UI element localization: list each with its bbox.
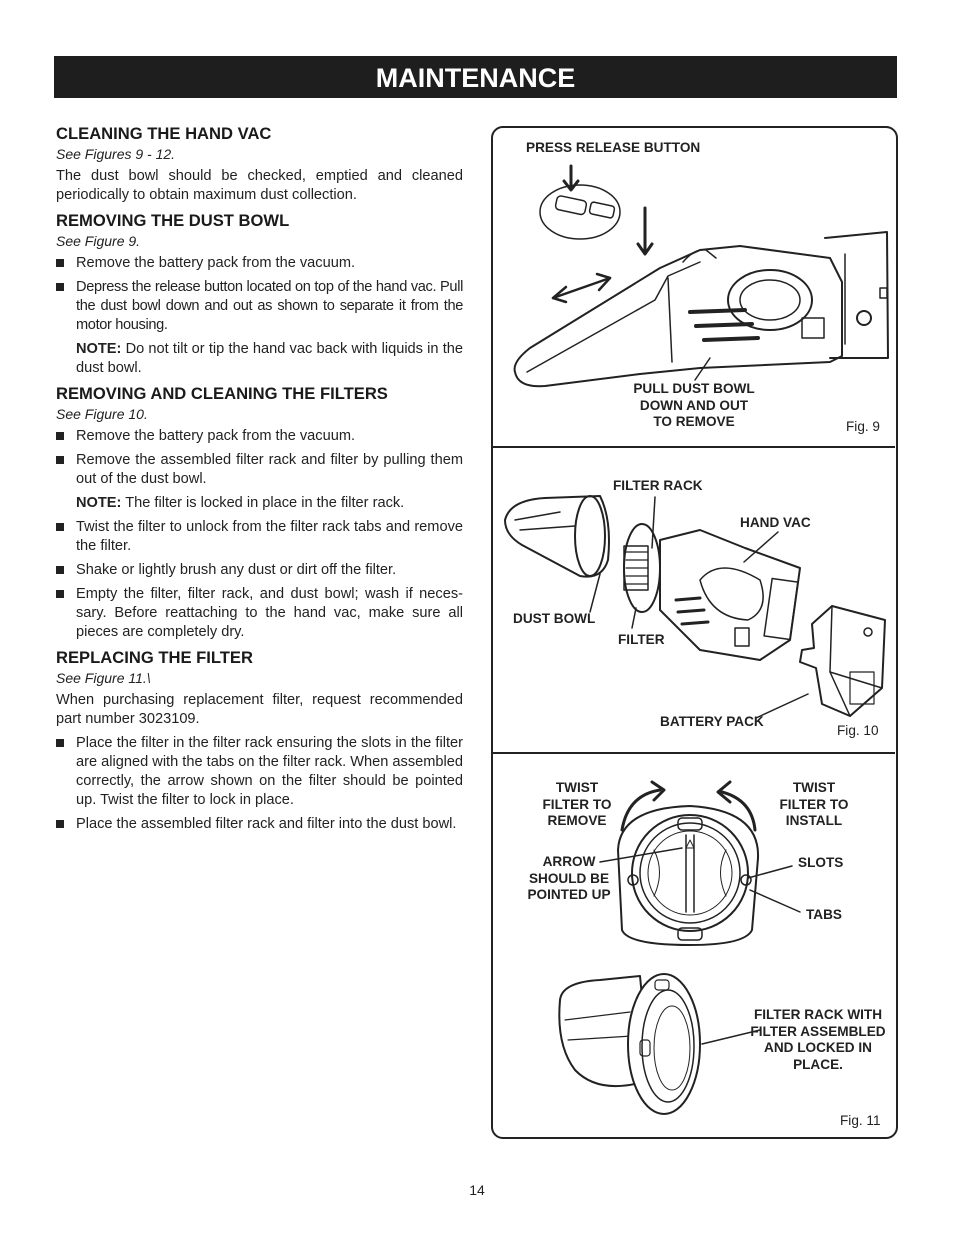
label-twist-to-install: TWIST FILTER TO INSTALL bbox=[772, 780, 856, 830]
note: NOTE: The filter is locked in place in t… bbox=[56, 494, 463, 513]
figure-reference: See Figure 9. bbox=[56, 233, 141, 249]
section-filters: REMOVING AND CLEANING THE FILTERS See Fi… bbox=[56, 384, 463, 642]
list-item: Remove the battery pack from the vacuum. bbox=[56, 427, 463, 446]
down-arrow-icon bbox=[562, 164, 580, 192]
note-label: NOTE: bbox=[76, 341, 122, 357]
label-line: INSTALL bbox=[785, 813, 843, 828]
hand-vac-illustration bbox=[513, 184, 889, 388]
list-item: Depress the release button located on to… bbox=[56, 278, 463, 335]
list-item: Place the assembled filter rack and filt… bbox=[56, 815, 463, 834]
text-column: CLEANING THE HAND VAC See Figures 9 - 12… bbox=[56, 124, 463, 839]
label-filter-rack: FILTER RACK bbox=[613, 478, 703, 493]
twist-arrow-icon bbox=[720, 790, 757, 832]
label-filter-rack-assembled: FILTER RACK WITH FILTER ASSEMBLED AND LO… bbox=[750, 1007, 886, 1073]
figure-divider bbox=[493, 752, 895, 754]
paragraph: The dust bowl should be checked, emptied… bbox=[56, 168, 463, 203]
page-number: 14 bbox=[469, 1182, 485, 1198]
label-line: AND LOCKED IN bbox=[764, 1040, 872, 1055]
label-line: ARROW bbox=[542, 854, 596, 869]
section-heading: REMOVING THE DUST BOWL bbox=[56, 211, 290, 230]
label-line: FILTER RACK WITH bbox=[753, 1007, 883, 1022]
down-arrow-icon bbox=[636, 206, 654, 256]
note-text: Do not tilt or tip the hand vac back wit… bbox=[76, 341, 463, 376]
figure-caption: Fig. 9 bbox=[846, 419, 880, 434]
label-filter: FILTER bbox=[618, 632, 665, 647]
figure-illustrations bbox=[504, 164, 889, 1115]
figure-reference: See Figure 10. bbox=[56, 406, 148, 422]
label-dust-bowl: DUST BOWL bbox=[513, 611, 596, 626]
section-replacing: REPLACING THE FILTER See Figure 11.\ Whe… bbox=[56, 648, 463, 834]
note: NOTE: Do not tilt or tip the hand vac ba… bbox=[56, 340, 463, 378]
label-line: PULL DUST BOWL bbox=[633, 381, 755, 396]
list-item: Shake or lightly brush any dust or dirt … bbox=[56, 561, 463, 580]
page-title: MAINTENANCE bbox=[54, 56, 897, 98]
label-line: FILTER TO bbox=[779, 796, 849, 812]
label-line: FILTER ASSEMBLED bbox=[750, 1023, 886, 1039]
double-arrow-icon bbox=[551, 276, 612, 300]
figure-panel bbox=[491, 126, 898, 1139]
assembled-filter-illustration bbox=[558, 973, 701, 1115]
label-slots: SLOTS bbox=[798, 855, 844, 870]
label-line: REMOVE bbox=[547, 813, 607, 828]
figure-divider bbox=[493, 446, 895, 448]
list-item: Remove the assembled filter rack and fil… bbox=[56, 451, 463, 489]
section-heading: CLEANING THE HAND VAC bbox=[56, 124, 272, 143]
bullet-list: Remove the battery pack from the vacuum.… bbox=[56, 254, 463, 335]
section-heading: REPLACING THE FILTER bbox=[56, 648, 253, 667]
figure-reference: See Figure 11.\ bbox=[56, 670, 151, 686]
label-battery-pack: BATTERY PACK bbox=[660, 714, 764, 729]
label-line: FILTER TO bbox=[542, 796, 612, 812]
label-twist-to-remove: TWIST FILTER TO REMOVE bbox=[535, 780, 619, 830]
label-line: POINTED UP bbox=[527, 887, 611, 902]
bullet-list: Twist the filter to unlock from the filt… bbox=[56, 518, 463, 642]
section-heading: REMOVING AND CLEANING THE FILTERS bbox=[56, 384, 388, 403]
label-tabs: TABS bbox=[806, 907, 842, 922]
section-dust-bowl: REMOVING THE DUST BOWL See Figure 9. Rem… bbox=[56, 211, 463, 378]
section-cleaning: CLEANING THE HAND VAC See Figures 9 - 12… bbox=[56, 124, 463, 205]
exploded-view-illustration bbox=[504, 495, 886, 717]
list-item: Remove the battery pack from the vacuum. bbox=[56, 254, 463, 273]
label-pull-dust-bowl: PULL DUST BOWL DOWN AND OUT TO REMOVE bbox=[624, 381, 764, 431]
paragraph: When purchasing replacement filter, requ… bbox=[56, 692, 463, 727]
figure-reference: See Figures 9 - 12. bbox=[56, 146, 176, 162]
note-text: The filter is locked in place in the fil… bbox=[121, 495, 405, 511]
bullet-list: Place the filter in the filter rack ensu… bbox=[56, 734, 463, 834]
label-line: SHOULD BE bbox=[528, 870, 610, 886]
list-item: Twist the filter to unlock from the filt… bbox=[56, 518, 463, 556]
figure-caption: Fig. 10 bbox=[837, 723, 879, 738]
label-press-release-button: PRESS RELEASE BUTTON bbox=[526, 140, 701, 155]
label-line: DOWN AND OUT bbox=[639, 397, 749, 413]
label-arrow-pointed-up: ARROW SHOULD BE POINTED UP bbox=[524, 854, 614, 904]
bullet-list: Remove the battery pack from the vacuum.… bbox=[56, 427, 463, 489]
label-line: PLACE. bbox=[793, 1056, 843, 1072]
twist-arrow-icon bbox=[620, 788, 662, 832]
note-label: NOTE: bbox=[76, 495, 122, 511]
label-line: TWIST bbox=[555, 780, 599, 795]
label-hand-vac: HAND VAC bbox=[740, 515, 811, 530]
label-line: TO REMOVE bbox=[653, 414, 735, 429]
list-item: Place the filter in the filter rack ensu… bbox=[56, 734, 463, 810]
label-line: TWIST bbox=[792, 780, 836, 795]
filter-face-illustration bbox=[617, 805, 760, 946]
figure-caption: Fig. 11 bbox=[840, 1113, 881, 1128]
list-item: Empty the filter, filter rack, and dust … bbox=[56, 585, 463, 642]
